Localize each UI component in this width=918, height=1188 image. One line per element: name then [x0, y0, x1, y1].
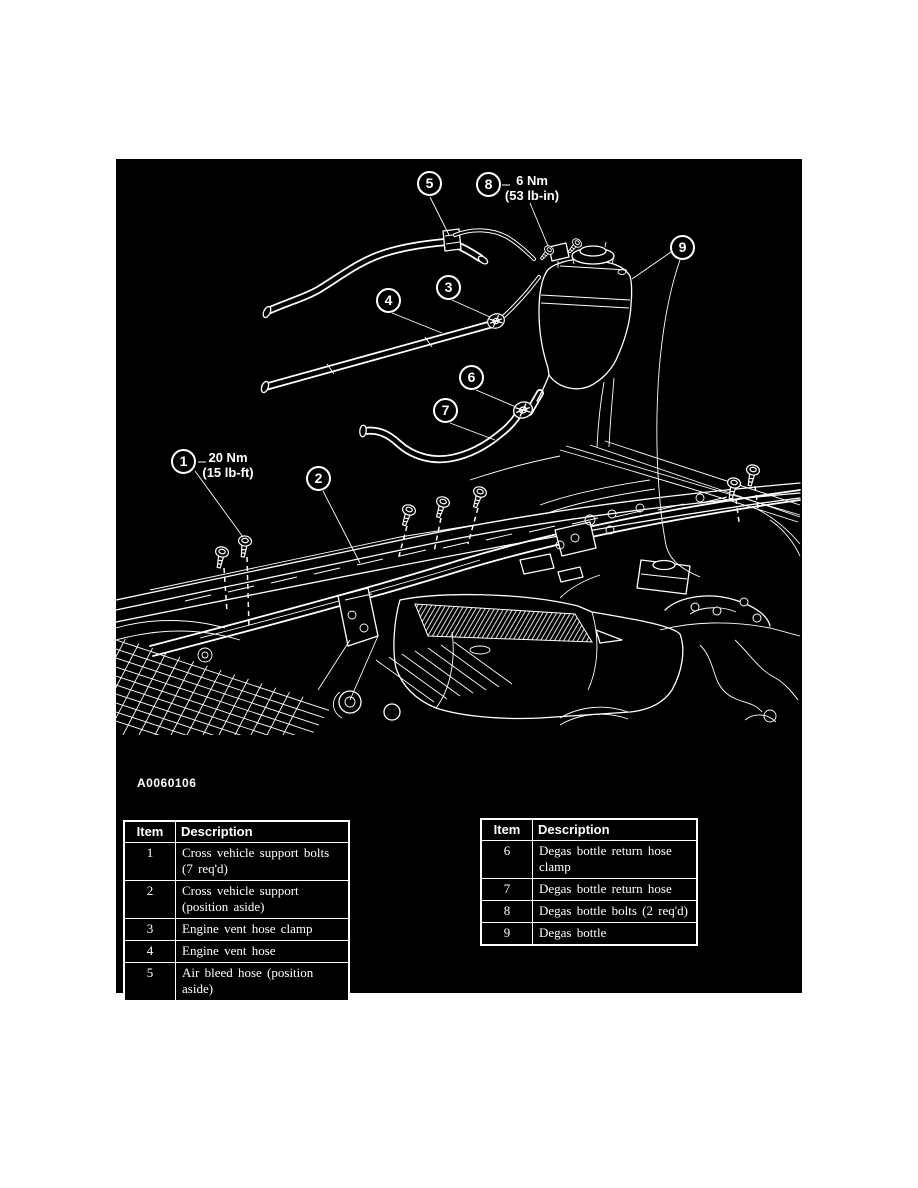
engine-diagram [116, 184, 801, 735]
item-cell: 7 [480, 878, 533, 901]
description-cell: Degas bottle return hose clamp [532, 840, 698, 879]
callout-9: 9 [670, 235, 695, 260]
description-column-header: Description [532, 818, 698, 841]
callout-5: 5 [417, 171, 442, 196]
table-header-row: Item Description [480, 818, 698, 841]
table-header-row: Item Description [123, 820, 350, 843]
callout-6: 6 [459, 365, 484, 390]
torque-value-alt: (15 lb-ft) [202, 465, 254, 480]
callout-1: 1 [171, 449, 196, 474]
callout-4: 4 [376, 288, 401, 313]
item-cell: 4 [123, 940, 176, 963]
torque-value: 6 Nm [516, 173, 548, 188]
item-cell: 5 [123, 962, 176, 1002]
description-cell: Engine vent hose clamp [175, 918, 350, 941]
description-column-header: Description [175, 820, 350, 843]
description-cell: Engine vent hose [175, 940, 350, 963]
figure-code: A0060106 [137, 776, 197, 790]
torque-label-20nm: 20 Nm (15 lb-ft) [202, 450, 253, 480]
description-cell: Cross vehicle support bolts (7 req'd) [175, 842, 350, 881]
torque-value: 20 Nm [208, 450, 248, 465]
item-cell: 8 [480, 900, 533, 923]
item-cell: 1 [123, 842, 176, 881]
callout-2: 2 [306, 466, 331, 491]
description-cell: Degas bottle [532, 922, 698, 946]
description-cell: Degas bottle bolts (2 req'd) [532, 900, 698, 923]
description-cell: Air bleed hose (position aside) [175, 962, 350, 1002]
torque-value-alt: (53 lb-in) [504, 188, 560, 203]
callout-8: 8 [476, 172, 501, 197]
item-column-header: Item [123, 820, 176, 843]
callout-7: 7 [433, 398, 458, 423]
item-column-header: Item [480, 818, 533, 841]
item-cell: 6 [480, 840, 533, 879]
description-cell: Cross vehicle support (position aside) [175, 880, 350, 919]
torque-label-6nm: 6 Nm (53 lb-in) [505, 173, 559, 203]
item-cell: 3 [123, 918, 176, 941]
item-cell: 9 [480, 922, 533, 946]
callout-3: 3 [436, 275, 461, 300]
description-cell: Degas bottle return hose [532, 878, 698, 901]
item-cell: 2 [123, 880, 176, 919]
